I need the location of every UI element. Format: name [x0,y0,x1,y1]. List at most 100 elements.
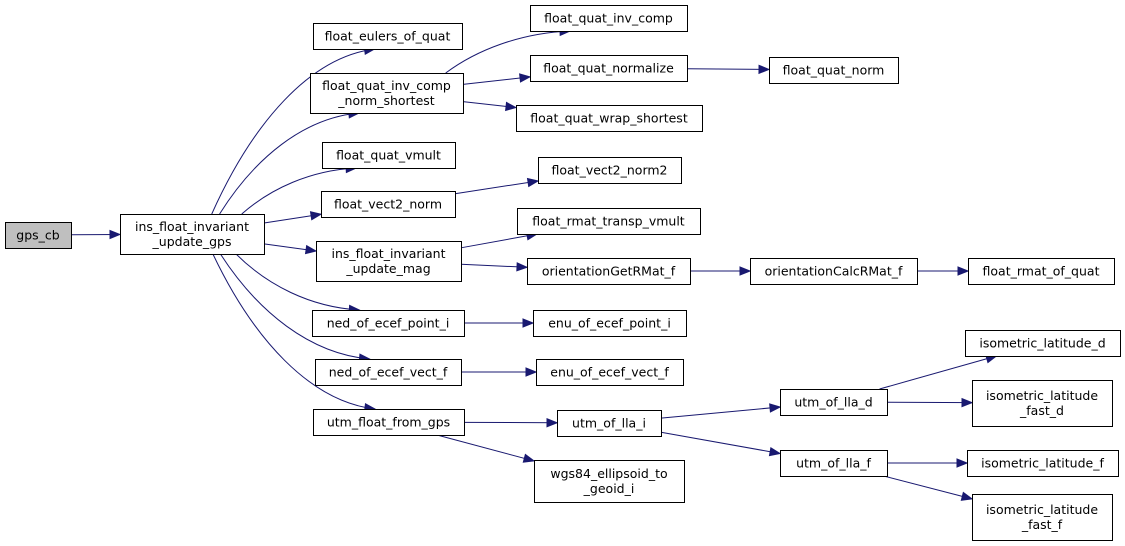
node-float_vect2_norm[interactable]: float_vect2_norm [321,191,456,218]
node-gps_cb[interactable]: gps_cb [5,222,72,249]
arrowhead-utm_of_lla_i [546,417,559,428]
node-label: float_quat_norm [783,63,885,78]
node-box[interactable] [313,409,465,436]
node-label: orientationGetRMat_f [542,264,676,279]
edge-ins_float_invariant_update_gps-to-ned_of_ecef_point_i [235,253,360,311]
node-float_quat_vmult[interactable]: float_quat_vmult [322,142,456,169]
node-utm_of_lla_d[interactable]: utm_of_lla_d [780,389,888,416]
node-box[interactable] [967,450,1119,477]
arrowhead-isometric_latitude_fast_f [960,491,974,501]
edge-utm_of_lla_d-to-isometric_latitude_d [879,355,997,390]
node-float_rmat_transp_vmult[interactable]: float_rmat_transp_vmult [517,208,701,235]
node-box[interactable] [536,359,684,386]
arrowhead-enu_of_ecef_point_i [522,318,535,328]
node-label: isometric_latitude_d [979,336,1105,351]
node-box[interactable] [534,460,685,503]
node-orientationGetRMat_f[interactable]: orientationGetRMat_f [527,258,691,285]
node-isometric_latitude_fast_d[interactable]: isometric_latitude_fast_d [972,380,1113,427]
edge-float_quat_inv_comp_norm_shortest-to-float_quat_normalize [462,76,531,85]
node-label: ned_of_ecef_vect_f [329,365,448,380]
node-label: float_quat_wrap_shortest [530,111,688,126]
node-ins_float_invariant_update_gps[interactable]: ins_float_invariant_update_gps [120,214,265,255]
node-label: float_vect2_norm2 [551,163,667,178]
node-box[interactable] [312,310,465,337]
node-box[interactable] [315,359,462,386]
node-box[interactable] [780,450,888,477]
node-label: utm_float_from_gps [327,415,450,430]
node-wgs84_ellipsoid_to_geoid_i[interactable]: wgs84_ellipsoid_to_geoid_i [534,460,685,503]
node-box[interactable] [530,5,688,32]
node-float_quat_norm[interactable]: float_quat_norm [769,57,899,84]
node-isometric_latitude_fast_f[interactable]: isometric_latitude_fast_f [972,494,1113,541]
edge-float_vect2_norm-to-float_vect2_norm2 [454,180,539,195]
node-label: _fast_d [1019,403,1064,418]
node-box[interactable] [965,330,1121,357]
node-isometric_latitude_f[interactable]: isometric_latitude_f [967,450,1119,477]
node-box[interactable] [321,191,456,218]
node-box[interactable] [5,222,72,249]
node-box[interactable] [530,55,688,82]
node-label: isometric_latitude [986,388,1098,403]
node-box[interactable] [557,410,662,437]
arrowhead-ins_float_invariant_update_gps [109,229,122,240]
node-label: isometric_latitude [986,502,1098,517]
node-box[interactable] [750,258,918,285]
node-label: float_quat_inv_comp [544,11,673,26]
node-utm_of_lla_f[interactable]: utm_of_lla_f [780,450,888,477]
node-box[interactable] [516,105,703,132]
edge-utm_float_from_gps-to-wgs84_ellipsoid_to_geoid_i [436,434,535,462]
node-ned_of_ecef_vect_f[interactable]: ned_of_ecef_vect_f [315,359,462,386]
node-isometric_latitude_d[interactable]: isometric_latitude_d [965,330,1121,357]
arrowhead-utm_of_lla_f [768,446,782,457]
node-orientationCalcRMat_f[interactable]: orientationCalcRMat_f [750,258,918,285]
edge-ins_float_invariant_update_gps-to-ned_of_ecef_vect_f [219,253,370,360]
node-label: utm_of_lla_d [794,395,872,410]
edge-ins_float_invariant_update_gps-to-float_quat_inv_comp_norm_shortest [219,112,359,215]
node-utm_of_lla_i[interactable]: utm_of_lla_i [557,410,662,437]
node-box[interactable] [972,494,1113,541]
node-float_vect2_norm2[interactable]: float_vect2_norm2 [538,157,682,184]
node-box[interactable] [527,258,691,285]
node-label: float_quat_inv_comp [322,78,451,93]
node-float_quat_wrap_shortest[interactable]: float_quat_wrap_shortest [516,105,703,132]
arrowhead-float_vect2_norm [309,211,323,221]
node-label: wgs84_ellipsoid_to [550,466,667,481]
node-label: float_quat_vmult [336,148,441,163]
node-box[interactable] [972,380,1113,427]
node-float_eulers_of_quat[interactable]: float_eulers_of_quat [313,23,463,50]
node-float_rmat_of_quat[interactable]: float_rmat_of_quat [968,258,1115,285]
node-utm_float_from_gps[interactable]: utm_float_from_gps [313,409,465,436]
node-box[interactable] [533,310,687,337]
node-label: enu_of_ecef_vect_f [550,365,669,380]
node-ned_of_ecef_point_i[interactable]: ned_of_ecef_point_i [312,310,465,337]
node-label: float_quat_normalize [543,61,674,76]
edge-float_quat_inv_comp_norm_shortest-to-float_quat_inv_comp [445,30,571,74]
node-ins_float_invariant_update_mag[interactable]: ins_float_invariant_update_mag [316,241,462,282]
node-box[interactable] [313,23,463,50]
node-label: float_vect2_norm [334,197,442,212]
node-label: _geoid_i [583,481,635,496]
arrowhead-isometric_latitude_f [956,458,969,468]
node-box[interactable] [310,73,464,114]
node-box[interactable] [120,214,265,255]
node-box[interactable] [769,57,899,84]
node-enu_of_ecef_vect_f[interactable]: enu_of_ecef_vect_f [536,359,684,386]
node-label: ned_of_ecef_point_i [327,316,450,331]
node-float_quat_inv_comp[interactable]: float_quat_inv_comp [530,5,688,32]
edge-ins_float_invariant_update_mag-to-float_rmat_transp_vmult [460,233,538,249]
node-float_quat_inv_comp_norm_shortest[interactable]: float_quat_inv_comp_norm_shortest [310,73,464,114]
node-float_quat_normalize[interactable]: float_quat_normalize [530,55,688,82]
arrowhead-enu_of_ecef_vect_f [525,367,538,377]
node-box[interactable] [322,142,456,169]
edge-ins_float_invariant_update_gps-to-utm_float_from_gps [212,253,375,410]
node-box[interactable] [517,208,701,235]
node-box[interactable] [780,389,888,416]
edge-ins_float_invariant_update_mag-to-orientationGetRMat_f [460,263,528,268]
edge-float_quat_normalize-to-float_quat_norm [686,68,770,70]
edge-utm_of_lla_f-to-isometric_latitude_fast_f [883,475,973,500]
node-box[interactable] [538,157,682,184]
node-box[interactable] [316,241,462,282]
node-box[interactable] [968,258,1115,285]
node-enu_of_ecef_point_i[interactable]: enu_of_ecef_point_i [533,310,687,337]
edge-ins_float_invariant_update_gps-to-float_eulers_of_quat [211,48,375,215]
